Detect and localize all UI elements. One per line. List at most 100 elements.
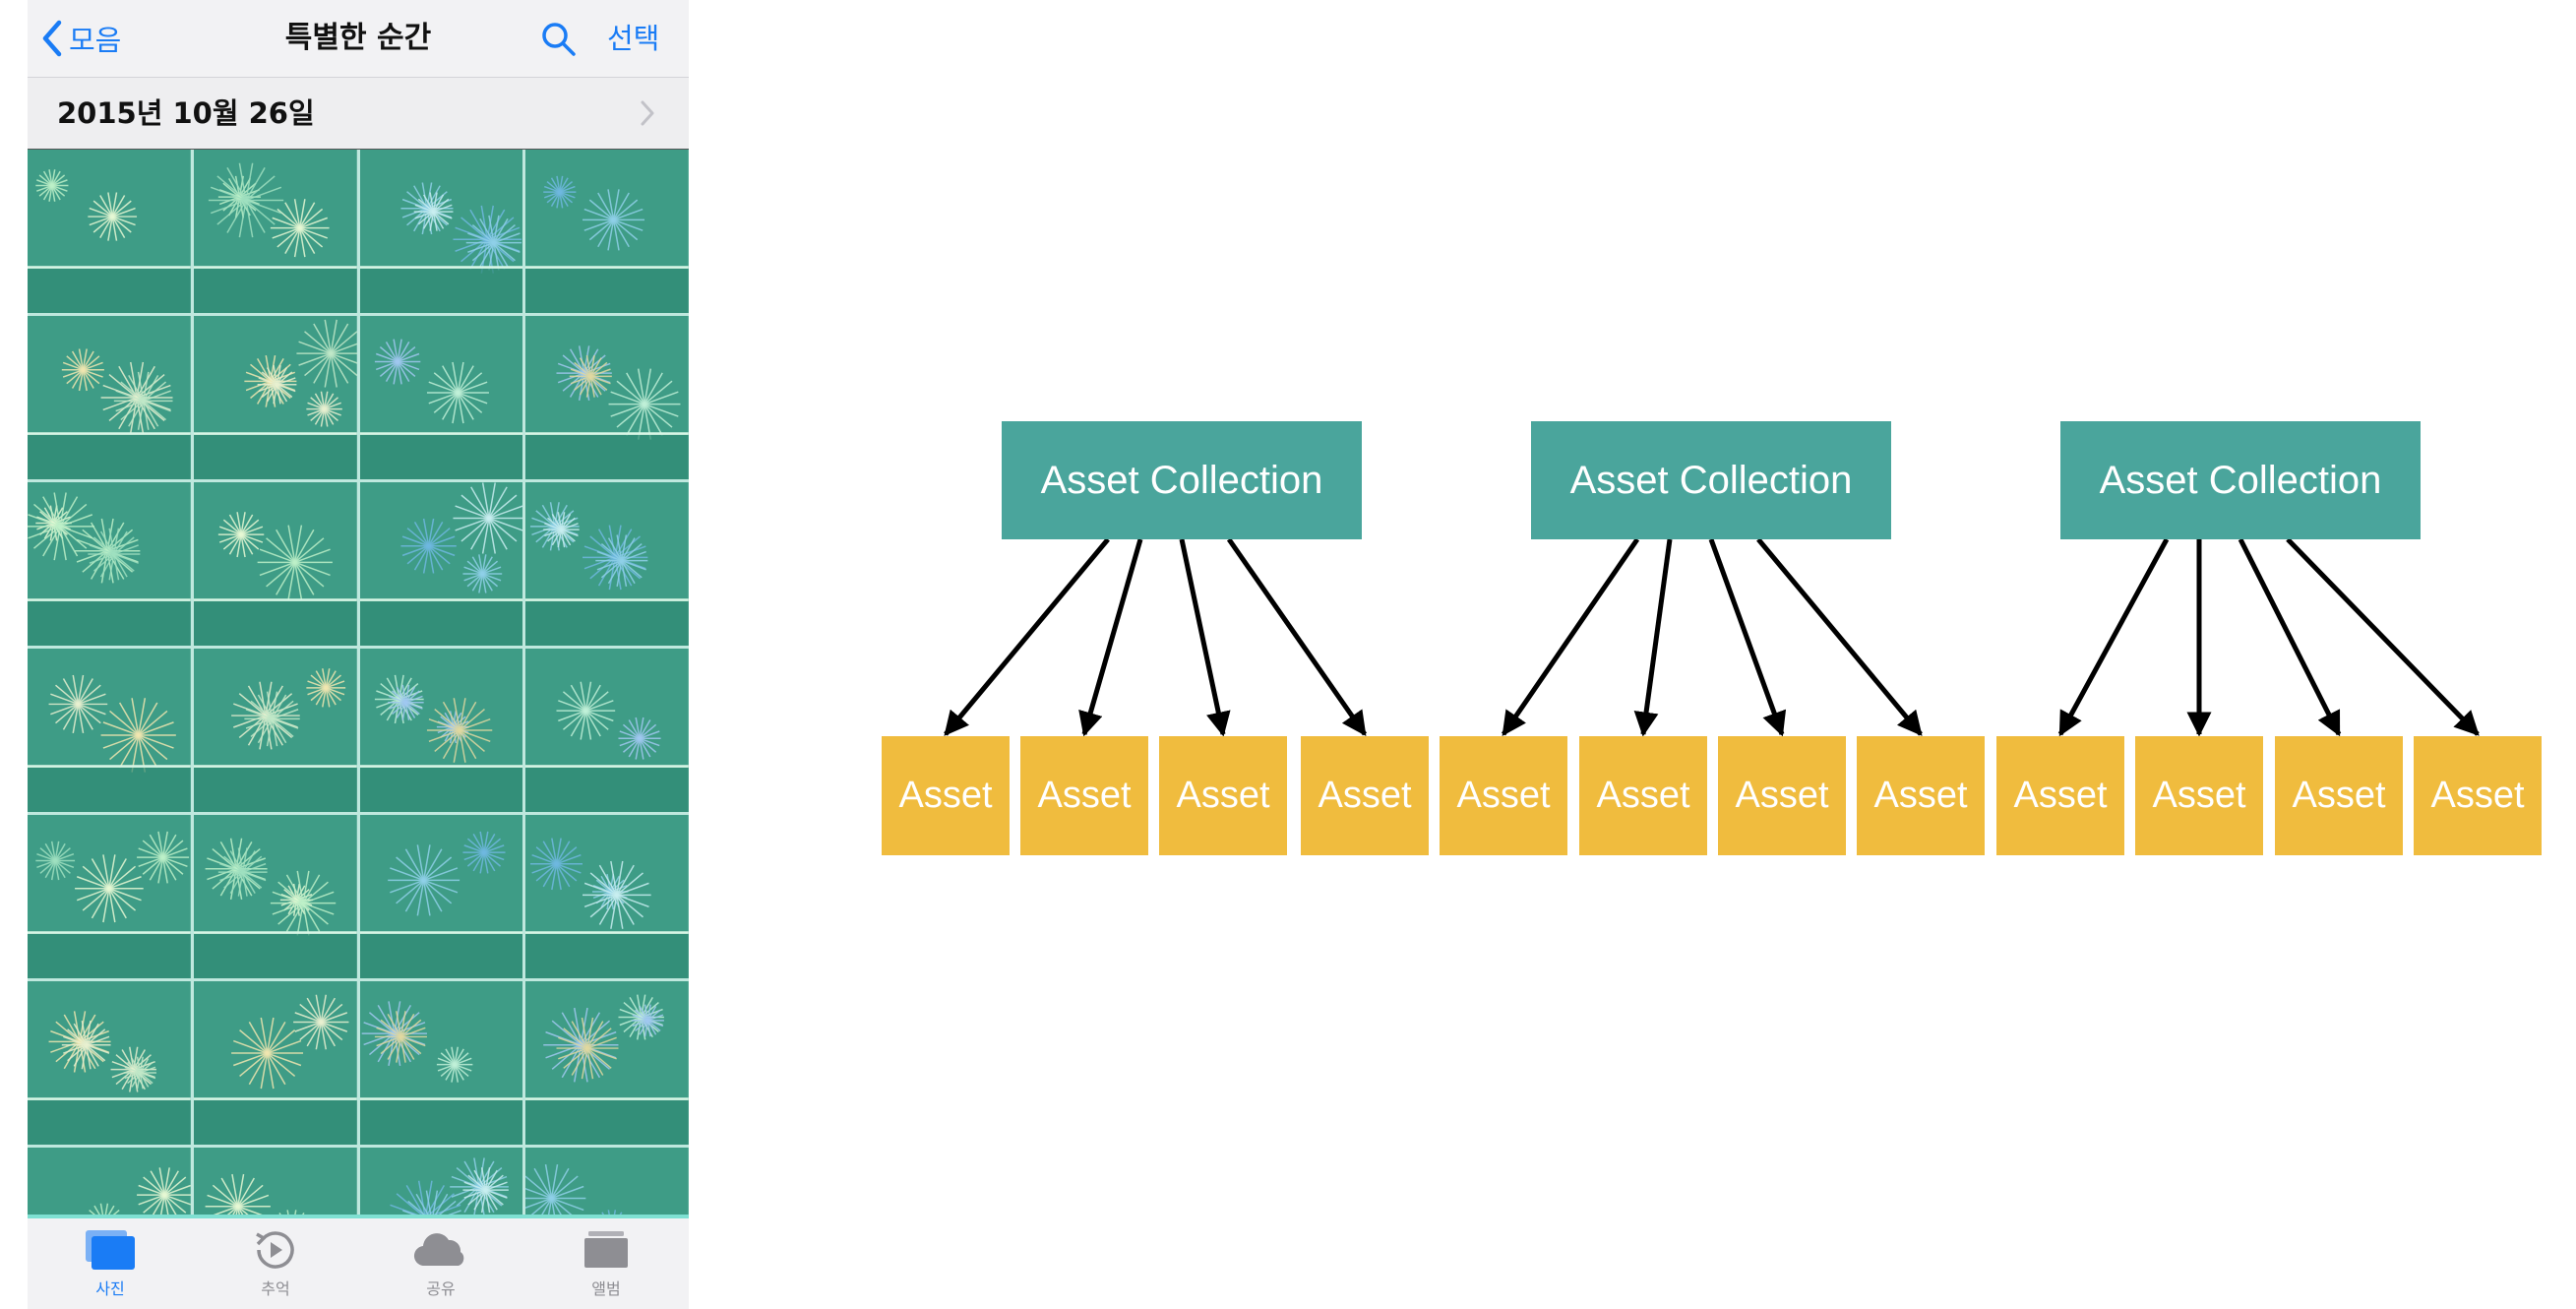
fireworks-photo: [359, 150, 523, 313]
asset-label: Asset: [2013, 775, 2108, 816]
fireworks-photo: [525, 482, 689, 646]
asset-collection-box: Asset Collection: [2060, 421, 2421, 539]
fireworks-photo: [28, 316, 191, 479]
photo-thumbnail[interactable]: [359, 815, 523, 978]
photo-thumbnail[interactable]: [193, 815, 357, 978]
photo-thumbnail[interactable]: [359, 316, 523, 479]
asset-label: Asset: [2292, 775, 2386, 816]
photo-thumbnail[interactable]: [193, 150, 357, 313]
collection-label: Asset Collection: [1040, 458, 1323, 502]
fireworks-photo: [525, 316, 689, 479]
asset-label: Asset: [898, 775, 993, 816]
photo-thumbnail[interactable]: [525, 150, 689, 313]
fireworks-photo: [28, 649, 191, 812]
photo-thumbnail[interactable]: [28, 482, 191, 646]
fireworks-photo: [359, 1148, 523, 1215]
photo-thumbnail[interactable]: [28, 1148, 191, 1215]
asset-box: Asset: [1996, 736, 2124, 855]
photo-thumbnail[interactable]: [193, 1148, 357, 1215]
back-button-label: 모음: [69, 24, 122, 57]
asset-label: Asset: [1037, 775, 1132, 816]
photo-thumbnail[interactable]: [28, 815, 191, 978]
fireworks-photo: [28, 1148, 191, 1215]
tab-memories[interactable]: 추억: [193, 1218, 358, 1309]
photo-thumbnail[interactable]: [28, 316, 191, 479]
fireworks-photo: [359, 482, 523, 646]
asset-box: Asset: [1579, 736, 1707, 855]
fireworks-photo: [525, 981, 689, 1145]
asset-label: Asset: [1456, 775, 1551, 816]
collection-label: Asset Collection: [1569, 458, 1853, 502]
collection-label: Asset Collection: [2099, 458, 2382, 502]
photo-thumbnail[interactable]: [359, 150, 523, 313]
collection-to-asset-arrow: [1633, 538, 1673, 737]
fireworks-photo: [193, 649, 357, 812]
tab-photos[interactable]: 사진: [28, 1218, 193, 1309]
asset-box: Asset: [2414, 736, 2542, 855]
photo-thumbnail[interactable]: [525, 981, 689, 1145]
asset-label: Asset: [1873, 775, 1968, 816]
photo-thumbnail[interactable]: [193, 981, 357, 1145]
select-button[interactable]: 선택: [607, 22, 660, 55]
collection-to-asset-arrow: [1078, 538, 1143, 737]
photo-thumbnail[interactable]: [359, 649, 523, 812]
photo-thumbnail[interactable]: [359, 981, 523, 1145]
fireworks-photo: [525, 150, 689, 313]
navigation-bar: 모음 특별한 순간 선택: [28, 0, 689, 78]
photo-thumbnail[interactable]: [525, 316, 689, 479]
photo-thumbnail[interactable]: [359, 482, 523, 646]
asset-box: Asset: [2135, 736, 2263, 855]
fireworks-photo: [28, 815, 191, 978]
fireworks-photo: [359, 316, 523, 479]
fireworks-photo: [525, 649, 689, 812]
tab-bar: 사진 추억 공유 앨범: [28, 1215, 689, 1309]
photo-thumbnail[interactable]: [193, 482, 357, 646]
photo-thumbnail[interactable]: [28, 981, 191, 1145]
tab-label: 앨범: [591, 1279, 621, 1298]
photo-thumbnail[interactable]: [28, 150, 191, 313]
collection-to-asset-arrow: [2057, 537, 2170, 737]
photo-thumbnail[interactable]: [193, 649, 357, 812]
fireworks-photo: [359, 649, 523, 812]
photo-thumbnail[interactable]: [28, 649, 191, 812]
photo-thumbnail[interactable]: [525, 815, 689, 978]
cloud-icon: [413, 1233, 464, 1267]
fireworks-photo: [525, 815, 689, 978]
albums-icon: [584, 1231, 628, 1268]
collection-to-asset-arrow: [1501, 537, 1640, 737]
collection-to-asset-arrow: [2238, 537, 2342, 737]
moment-date-header[interactable]: 2015년 10월 26일: [28, 78, 689, 150]
asset-box: Asset: [1718, 736, 1846, 855]
asset-box: Asset: [2275, 736, 2403, 855]
tab-albums[interactable]: 앨범: [523, 1218, 689, 1309]
moment-date: 2015년 10월 26일: [57, 96, 315, 130]
tab-label: 추억: [261, 1279, 290, 1298]
fireworks-photo: [525, 1148, 689, 1215]
photo-thumbnail[interactable]: [525, 649, 689, 812]
fireworks-photo: [28, 981, 191, 1145]
fireworks-photo: [193, 150, 357, 313]
collection-to-asset-arrow: [1756, 537, 1923, 736]
photo-thumbnail[interactable]: [525, 1148, 689, 1215]
back-button[interactable]: 모음: [41, 18, 121, 59]
asset-box: Asset: [1440, 736, 1567, 855]
asset-label: Asset: [1176, 775, 1270, 816]
photo-thumbnail[interactable]: [359, 1148, 523, 1215]
search-button[interactable]: [539, 20, 579, 63]
collection-to-asset-arrow: [2286, 537, 2480, 736]
asset-label: Asset: [1735, 775, 1829, 816]
tab-shared[interactable]: 공유: [358, 1218, 523, 1309]
photo-grid: [28, 150, 689, 1215]
asset-box: Asset: [882, 736, 1010, 855]
fireworks-photo: [28, 150, 191, 313]
photo-thumbnail[interactable]: [193, 316, 357, 479]
asset-collection-box: Asset Collection: [1002, 421, 1362, 539]
fireworks-photo: [193, 815, 357, 978]
photo-thumbnail[interactable]: [525, 482, 689, 646]
fireworks-photo: [359, 981, 523, 1145]
fireworks-photo: [193, 316, 357, 479]
memories-icon: [256, 1231, 294, 1269]
fireworks-photo: [193, 981, 357, 1145]
chevron-left-icon: [42, 20, 62, 57]
collection-to-asset-arrow: [1708, 538, 1787, 737]
